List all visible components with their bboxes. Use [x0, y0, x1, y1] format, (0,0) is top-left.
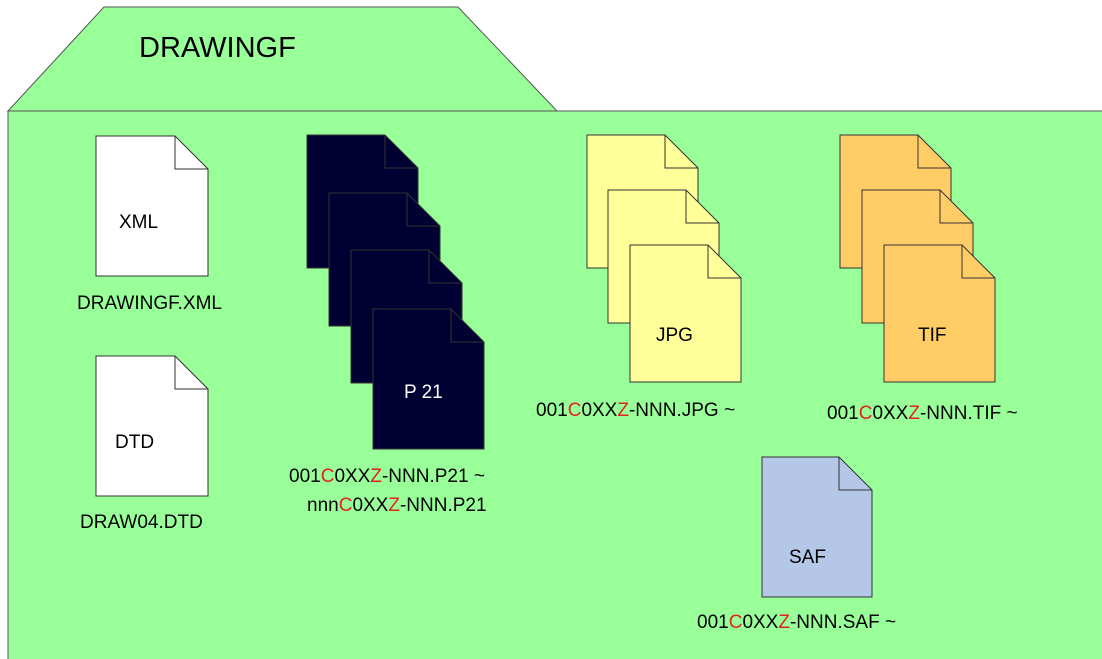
folder-title: DRAWINGF: [139, 32, 296, 64]
xml-icon-label: XML: [119, 212, 159, 233]
saf-icon-label: SAF: [789, 547, 826, 568]
jpg-icon-label: JPG: [656, 325, 693, 346]
tif-icon-label: TIF: [918, 325, 947, 346]
tif-file-range: 001C0XXZ-NNN.TIF ~: [827, 403, 1018, 424]
xml-file-name: DRAWINGF.XML: [77, 293, 222, 314]
dtd-document-icon: [95, 355, 209, 497]
p21-document-icon-4: [372, 308, 485, 450]
dtd-file-name: DRAW04.DTD: [80, 512, 203, 533]
p21-file-range-start: 001C0XXZ-NNN.P21 ~: [289, 466, 485, 487]
xml-document-icon: [95, 135, 209, 277]
jpg-file-range: 001C0XXZ-NNN.JPG ~: [536, 400, 736, 421]
tif-document-icon-3: [883, 244, 996, 383]
dtd-icon-label: DTD: [115, 432, 155, 453]
p21-icon-label: P 21: [404, 382, 443, 403]
p21-file-range-end: nnnC0XXZ-NNN.P21: [307, 495, 487, 516]
saf-document-icon: [761, 456, 873, 598]
saf-file-range: 001C0XXZ-NNN.SAF ~: [697, 612, 897, 633]
jpg-document-icon-3: [629, 244, 742, 383]
